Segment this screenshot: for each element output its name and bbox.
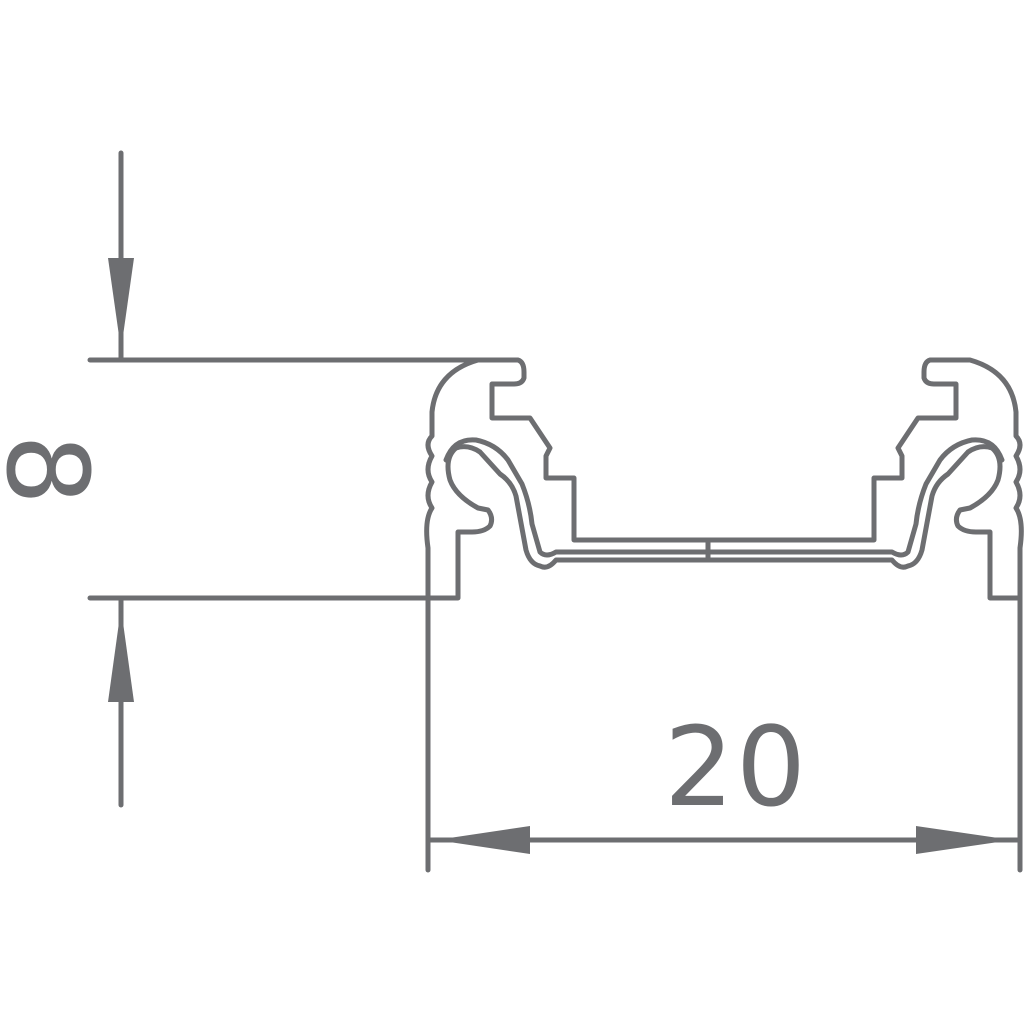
height-dimension-label: 8 xyxy=(0,434,111,505)
width-arrow-right xyxy=(916,826,1012,854)
profile-inner-left xyxy=(443,437,711,558)
height-arrow-bottom xyxy=(108,608,134,702)
dimension-lines xyxy=(87,150,1023,873)
profile-outline-right xyxy=(705,357,1024,601)
dimension-arrows xyxy=(108,258,1012,854)
width-dimension-label: 20 xyxy=(664,703,808,831)
height-arrow-top xyxy=(108,258,134,350)
profile-inner-right xyxy=(705,437,1005,558)
profile-outline xyxy=(424,357,1024,601)
width-arrow-left xyxy=(436,826,530,854)
profile-outline-left xyxy=(424,357,711,601)
